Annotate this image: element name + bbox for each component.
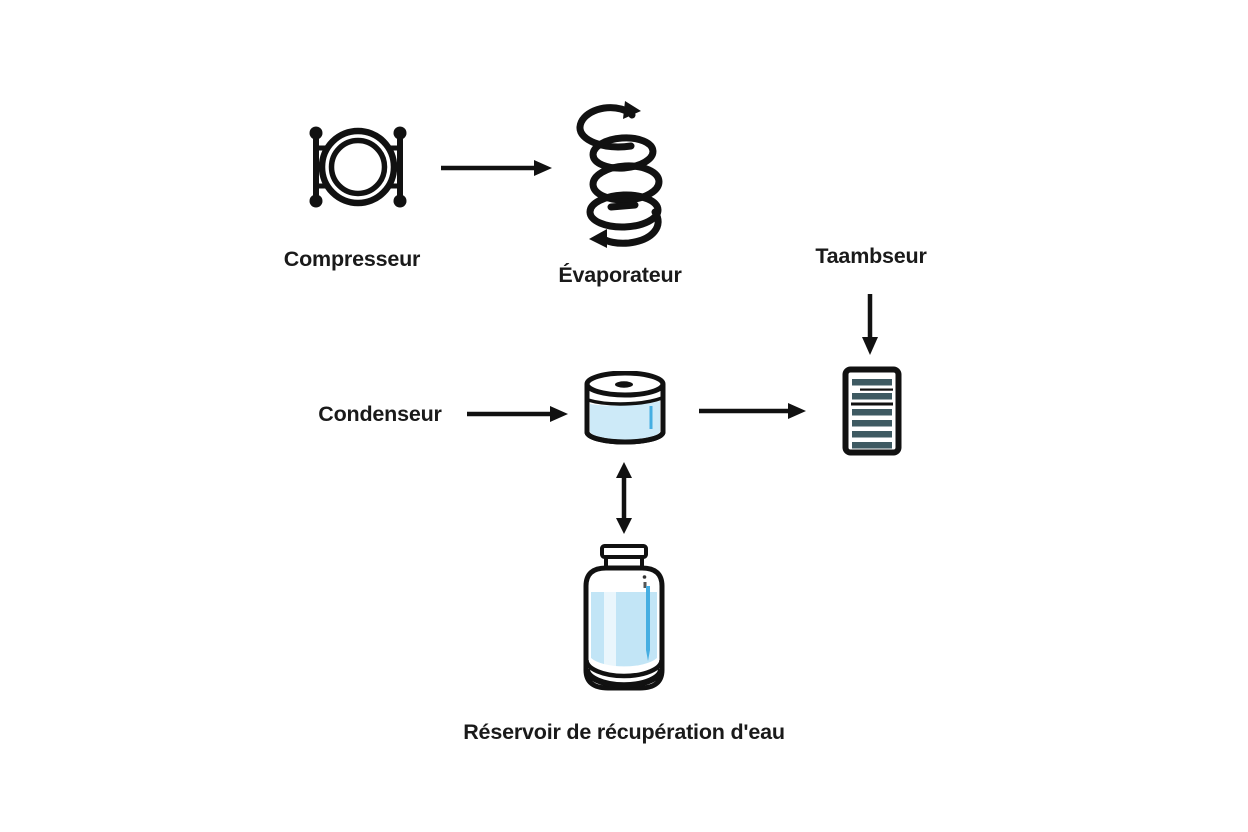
reservoir-label: Réservoir de récupération d'eau [463, 720, 785, 744]
condenser-label: Condenseur [318, 402, 442, 426]
arrow-down-icon [862, 294, 878, 355]
arrow-right-icon [467, 406, 568, 422]
evaporator-coil-icon [576, 101, 663, 248]
condenser-dish-icon [584, 371, 666, 445]
arrow-vertical-double-icon [616, 462, 632, 534]
water-bottle-icon [583, 544, 665, 691]
compressor-label: Compresseur [283, 247, 421, 271]
evaporator-label: Évaporateur [558, 263, 682, 287]
compressor-icon [309, 126, 407, 208]
absorber-document-icon [842, 366, 902, 456]
arrow-right-icon [699, 403, 806, 419]
arrow-right-icon [441, 160, 552, 176]
absorber-label: Taambseur [815, 244, 927, 268]
